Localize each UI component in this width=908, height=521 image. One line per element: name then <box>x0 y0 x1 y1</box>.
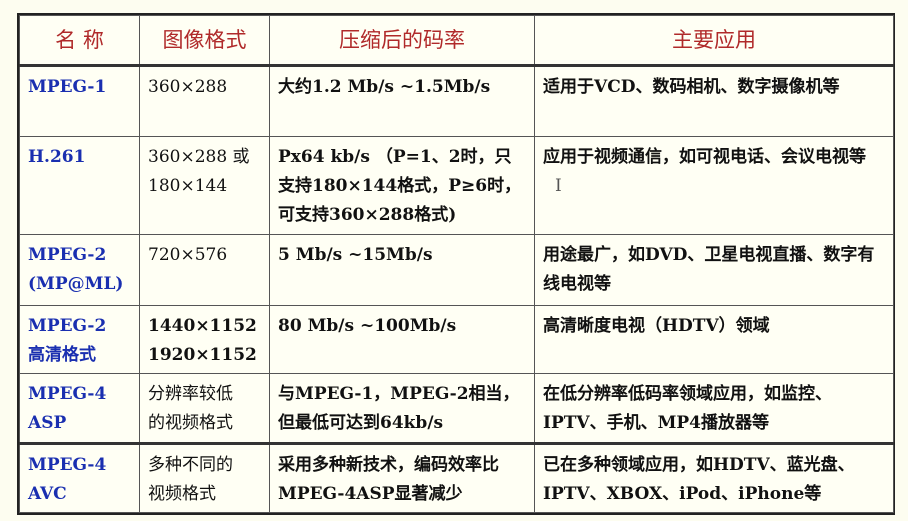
table-row-mpeg2-mpml: MPEG-2 (MP@ML) 720×576 5 Mb/s ~15Mb/s 用途… <box>19 233 894 307</box>
cell-application: 适用于VCD、数码相机、数字摄像机等 <box>534 64 894 138</box>
application-text: 已在多种领域应用，如HDTV、蓝光盘、IPTV、XBOX、iPod、iPhone… <box>543 454 855 504</box>
cell-application: 已在多种领域应用，如HDTV、蓝光盘、IPTV、XBOX、iPod、iPhone… <box>534 441 894 514</box>
cell-bitrate: 大约1.2 Mb/s ~1.5Mb/s <box>269 64 535 138</box>
bitrate-text: 80 Mb/s ~100Mb/s <box>278 316 457 337</box>
table-row-mpeg4-asp: MPEG-4 ASP 分辨率较低 的视频格式 与MPEG-1，MPEG-2相当，… <box>19 373 894 444</box>
table-row-mpeg4-avc: MPEG-4 AVC 多种不同的 视频格式 采用多种新技术，编码效率比MPEG-… <box>19 441 894 514</box>
cell-format: 360×288 <box>139 64 270 138</box>
cell-name: MPEG-4 ASP <box>19 373 140 444</box>
name-line: MPEG-2 <box>28 316 107 337</box>
cell-name: MPEG-2 高清格式 <box>19 305 140 375</box>
format-line: 720×576 <box>148 245 228 265</box>
header-format: 图像格式 <box>139 15 270 67</box>
name-line: H.261 <box>28 147 86 168</box>
name-line: MPEG-4 <box>28 454 107 475</box>
cell-name: MPEG-4 AVC <box>19 441 140 514</box>
cell-application: 用途最广，如DVD、卫星电视直播、数字有线电视等 <box>534 233 894 307</box>
application-text: 在低分辨率低码率领域应用，如监控、IPTV、手机、MP4播放器等 <box>543 384 832 434</box>
cell-name: MPEG-1 <box>19 64 140 138</box>
codec-comparison-table: 名 称 图像格式 压缩后的码率 主要应用 MPEG-1 360×288 大约1.… <box>19 15 894 514</box>
cell-application: 高清晰度电视（HDTV）领域 <box>534 305 894 375</box>
bitrate-text: 大约1.2 Mb/s ~1.5Mb/s <box>278 77 491 97</box>
cell-format: 分辨率较低 的视频格式 <box>139 373 270 444</box>
format-line: 180×144 <box>148 176 228 197</box>
name-line: AVC <box>28 483 67 504</box>
cell-name: H.261 <box>19 136 140 235</box>
table-header-row: 名 称 图像格式 压缩后的码率 主要应用 <box>19 15 894 67</box>
cell-format: 360×288 或 180×144 <box>139 136 270 235</box>
table-row-mpeg2-hd: MPEG-2 高清格式 1440×1152 1920×1152 80 Mb/s … <box>19 305 894 375</box>
format-line: 分辨率较低 <box>148 384 233 405</box>
bitrate-text: Px64 kb/s （P=1、2时，只支持180×144格式，P≥6时，可支持3… <box>278 147 522 226</box>
format-line: 360×288 或 <box>148 147 250 168</box>
cell-format: 1440×1152 1920×1152 <box>139 305 270 375</box>
format-line: 多种不同的 <box>148 454 233 475</box>
cell-application: 应用于视频通信，如可视电话、会议电视等 I <box>534 136 894 235</box>
header-name: 名 称 <box>19 15 140 67</box>
application-text: 高清晰度电视（HDTV）领域 <box>543 316 770 337</box>
application-text: 用途最广，如DVD、卫星电视直播、数字有线电视等 <box>543 245 875 294</box>
format-line: 的视频格式 <box>148 413 233 434</box>
name-line: MPEG-1 <box>28 77 107 97</box>
bitrate-text: 5 Mb/s ~15Mb/s <box>278 245 433 265</box>
cell-name: MPEG-2 (MP@ML) <box>19 233 140 307</box>
name-line: ASP <box>28 413 67 434</box>
name-line: (MP@ML) <box>28 274 124 294</box>
cell-application: 在低分辨率低码率领域应用，如监控、IPTV、手机、MP4播放器等 <box>534 373 894 444</box>
header-application: 主要应用 <box>534 15 894 67</box>
cell-format: 多种不同的 视频格式 <box>139 441 270 514</box>
format-line: 1920×1152 <box>148 345 257 366</box>
application-text: 应用于视频通信，如可视电话、会议电视等 <box>543 147 866 168</box>
format-line: 视频格式 <box>148 483 216 504</box>
name-line: MPEG-4 <box>28 384 107 405</box>
text-cursor-icon: I <box>555 176 562 197</box>
bitrate-text: 采用多种新技术，编码效率比MPEG-4ASP显著减少 <box>278 454 499 504</box>
format-line: 1440×1152 <box>148 316 257 337</box>
name-line: MPEG-2 <box>28 245 107 265</box>
cell-bitrate: 采用多种新技术，编码效率比MPEG-4ASP显著减少 <box>269 441 535 514</box>
bitrate-text: 与MPEG-1，MPEG-2相当，但最低可达到64kb/s <box>278 384 520 434</box>
name-line: 高清格式 <box>28 345 96 366</box>
table-row-h261: H.261 360×288 或 180×144 Px64 kb/s （P=1、2… <box>19 136 894 235</box>
cell-bitrate: Px64 kb/s （P=1、2时，只支持180×144格式，P≥6时，可支持3… <box>269 136 535 235</box>
cell-bitrate: 5 Mb/s ~15Mb/s <box>269 233 535 307</box>
table-row-mpeg1: MPEG-1 360×288 大约1.2 Mb/s ~1.5Mb/s 适用于VC… <box>19 64 894 138</box>
cell-bitrate: 与MPEG-1，MPEG-2相当，但最低可达到64kb/s <box>269 373 535 444</box>
format-line: 360×288 <box>148 77 228 97</box>
cell-format: 720×576 <box>139 233 270 307</box>
cell-bitrate: 80 Mb/s ~100Mb/s <box>269 305 535 375</box>
codec-comparison-table-frame: 名 称 图像格式 压缩后的码率 主要应用 MPEG-1 360×288 大约1.… <box>17 13 895 515</box>
header-bitrate: 压缩后的码率 <box>269 15 535 67</box>
application-text: 适用于VCD、数码相机、数字摄像机等 <box>543 77 840 97</box>
